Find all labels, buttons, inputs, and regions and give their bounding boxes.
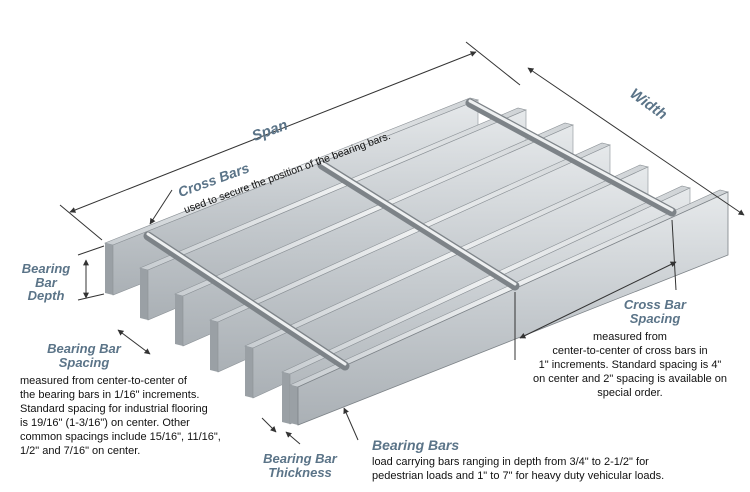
bearing-bars-desc-2: pedestrian loads and 1" to 7" for heavy … [372,470,665,482]
bearing-bars-desc: load carrying bars ranging in depth from… [372,455,742,483]
bearing-spacing-dimension [117,329,151,355]
dimension-lines [59,41,745,445]
bearing-bar-spacing-desc: measured from center-to-center of the be… [20,374,260,458]
bb-desc-3: Standard spacing for industrial flooring [20,403,208,415]
span-ext-right [465,41,521,86]
depth-line-3: Depth [27,288,65,304]
bearing-bars-desc-1: load carrying bars ranging in depth from… [372,456,649,468]
width-dimension [527,67,745,216]
cb-desc-3: 1" increments. Standard spacing is 4" [538,359,722,371]
cb-spacing-line-2: Spacing [629,310,681,326]
cross-spacing-ext-right [671,219,677,291]
thickness-line-1: Bearing Bar [263,451,337,466]
cb-spacing-line-1: Cross Bar [623,297,687,312]
bb-desc-4: is 19/16" (1-3/16") on center. Other [20,417,190,429]
bb-desc-5: common spacings include 15/16", 11/16", [20,431,221,443]
depth-line-1: Bearing [21,261,71,276]
bb-spacing-line-2: Spacing [58,354,110,370]
cross-bars-leader [149,189,173,225]
cross-bar-spacing-desc: measured from center-to-center of cross … [512,330,748,400]
cb-desc-4: on center and 2" spacing is available on [532,373,728,385]
thickness-leader-top [261,417,277,433]
depth-line-2: Bar [35,274,57,290]
cross-spacing-dimension [519,261,677,339]
bb-desc-1: measured from center-to-center of [20,375,187,387]
cb-desc-1: measured from [593,331,667,343]
bb-desc-6: 1/2" and 7/16" on center. [20,445,141,457]
thickness-line-2: Thickness [268,464,332,480]
cb-desc-2: center-to-center of cross bars in [552,345,708,357]
cross-bar-highlight [146,232,347,366]
bearing-bar-front [289,189,729,426]
span-dimension [69,51,477,213]
bb-spacing-line-1: Bearing Bar [47,341,121,356]
cross-bar [143,231,350,371]
bearing-bars-leader [343,407,359,441]
depth-ext-bottom [77,293,105,301]
depth-ext-top [77,245,105,256]
bearing-bars-label: Bearing Bars [372,437,460,453]
bearing-bar-depth-label: Bearing Bar Depth [18,262,74,303]
cross-bar-spacing-label: Cross Bar Spacing [610,298,700,325]
bearing-bar-spacing-label: Bearing Bar Spacing [40,342,128,369]
bearing-bar-thickness-label: Bearing Bar Thickness [252,452,348,479]
thickness-leader-bottom [285,431,301,445]
cb-desc-5: special order. [597,387,663,399]
bb-desc-2: the bearing bars in 1/16" increments. [20,389,200,401]
span-ext-left [59,204,103,241]
